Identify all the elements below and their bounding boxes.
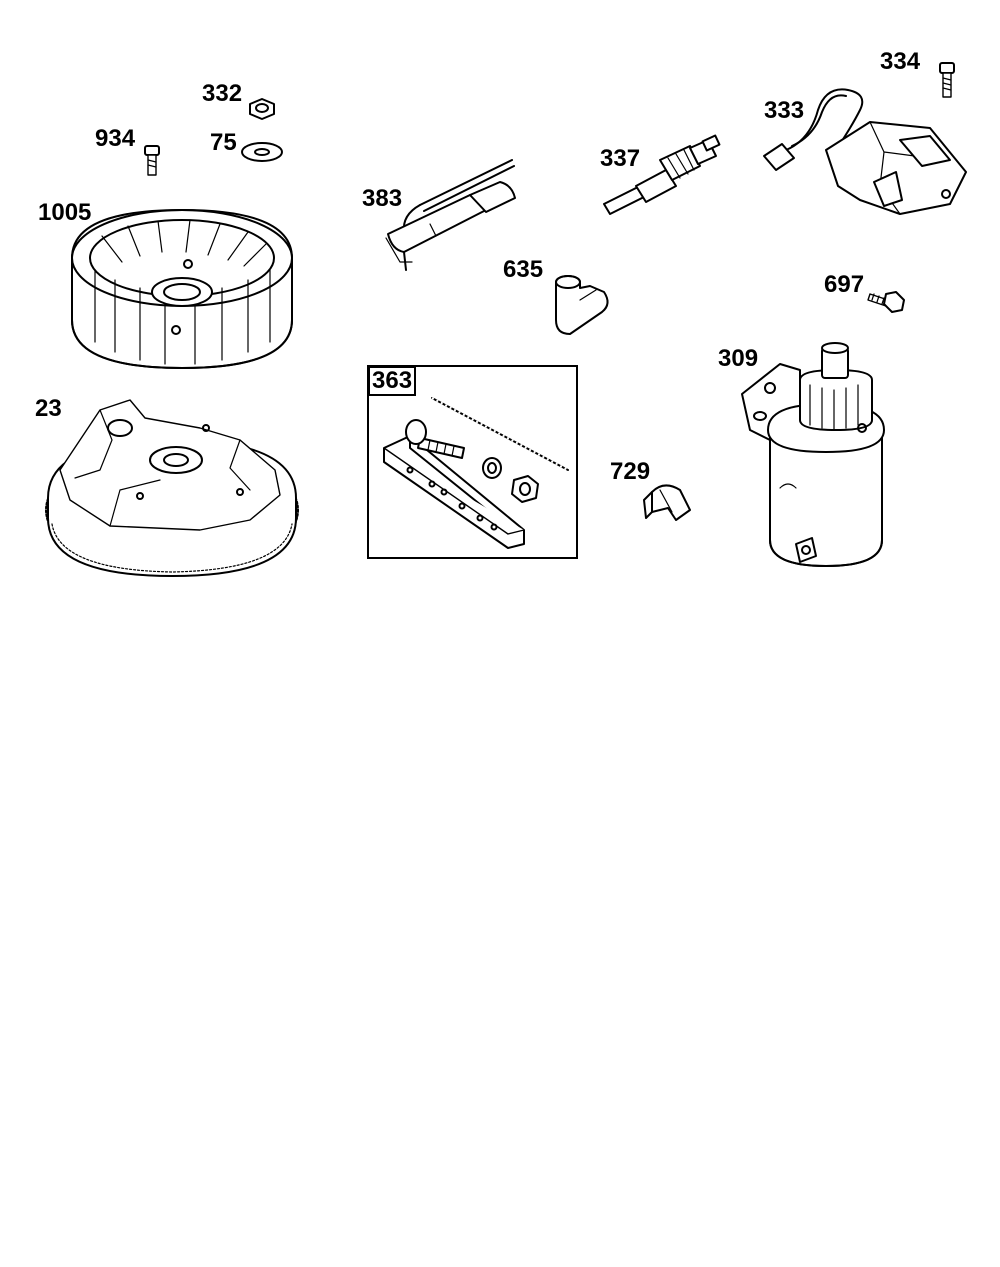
callout-934: 934 [95, 125, 136, 152]
callout-23: 23 [35, 395, 62, 422]
part-697-screw [867, 291, 905, 313]
callout-363: 363 [368, 366, 417, 396]
callout-75: 75 [210, 129, 237, 156]
part-75-washer [241, 142, 283, 162]
part-334-screw [939, 62, 955, 98]
callout-333: 333 [764, 97, 805, 124]
callout-697: 697 [824, 271, 865, 298]
callout-332: 332 [202, 80, 243, 107]
part-934-screw [144, 145, 160, 176]
part-333-ignition-coil [763, 88, 967, 215]
part-337-spark-plug [603, 134, 721, 215]
part-635-boot [555, 275, 609, 335]
part-332-nut [249, 98, 275, 120]
callout-635: 635 [503, 256, 544, 283]
callout-334: 334 [880, 48, 921, 75]
part-23-flywheel [45, 399, 299, 577]
callout-383: 383 [362, 185, 403, 212]
part-729-clip [643, 484, 691, 521]
part-363-kit [383, 397, 569, 549]
part-1005-fan [71, 209, 293, 369]
callout-337: 337 [600, 145, 641, 172]
part-383-wrench [385, 159, 516, 271]
callout-309: 309 [718, 345, 759, 372]
callout-1005: 1005 [38, 199, 92, 226]
callout-729: 729 [610, 458, 651, 485]
kit-363-box [367, 365, 578, 559]
part-309-starter [741, 342, 885, 567]
